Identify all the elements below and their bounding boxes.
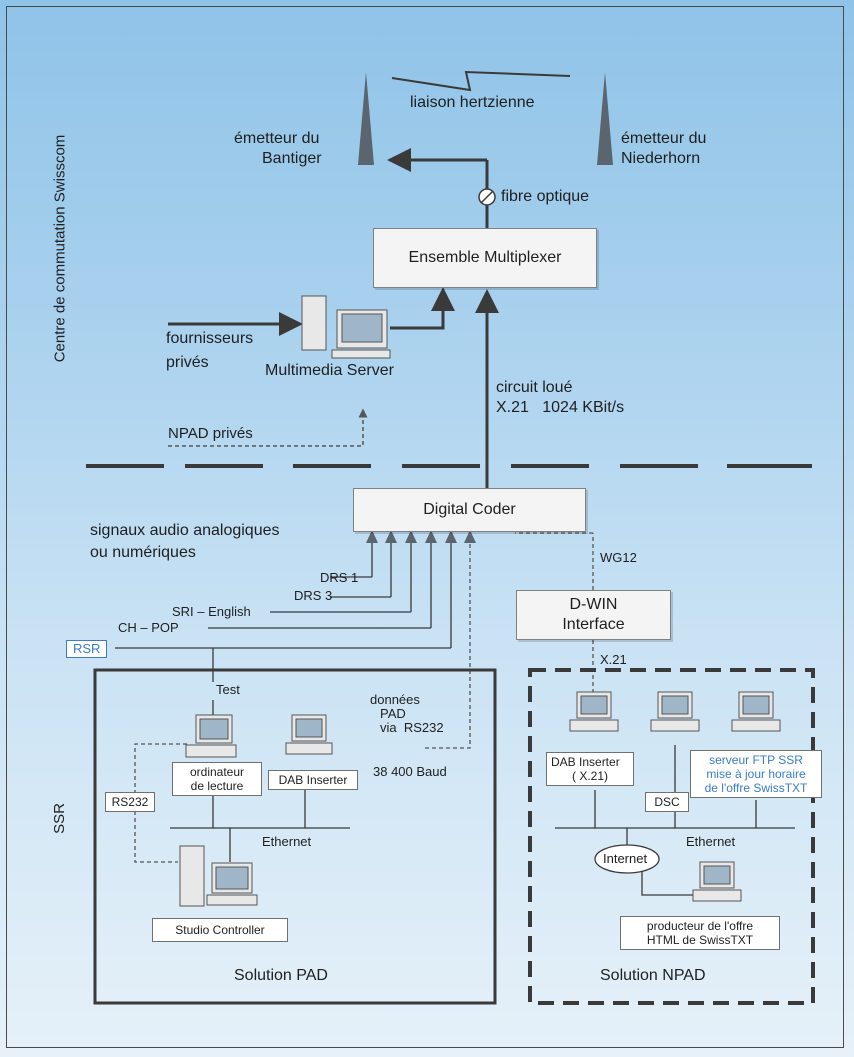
pad-data-line1: données <box>370 692 420 707</box>
transmitter-left-line2: Bantiger <box>262 150 322 167</box>
radio-link <box>391 70 571 92</box>
channel-drs1: DRS 1 <box>320 570 359 585</box>
npad-dab-line1: DAB Inserter <box>551 755 620 769</box>
wg12-label: WG12 <box>600 550 637 565</box>
producer-label: producteur de l'offre HTML de SwissTXT <box>620 916 780 950</box>
npad-ethernet-label: Ethernet <box>686 834 736 849</box>
ftp-server-label: serveur FTP SSR mise à jour horaire de l… <box>690 750 822 798</box>
antenna-left <box>358 72 374 165</box>
test-label: Test <box>216 682 240 697</box>
ftp-line3: de l'offre SwissTXT <box>704 781 808 795</box>
channel-sri: SRI – English <box>172 604 251 619</box>
npad-box <box>528 668 815 1005</box>
x21-label: X.21 <box>600 652 627 667</box>
dsc-label: DSC <box>645 792 689 812</box>
internet-cloud <box>594 844 660 874</box>
dwin-line2: Interface <box>562 616 625 633</box>
computer-icon-producer <box>692 861 742 902</box>
pad-ethernet-label: Ethernet <box>262 834 312 849</box>
ssr-label: SSR <box>50 803 68 834</box>
producer-line1: producteur de l'offre <box>646 919 754 933</box>
producer-line2: HTML de SwissTXT <box>646 933 754 947</box>
audio-signals-line1: signaux audio analogiques <box>90 522 280 539</box>
swisscom-label: Centre de commutation Swisscom <box>51 134 69 363</box>
circuit-line1: circuit loué <box>496 379 573 396</box>
computer-icon-npad-dab <box>569 691 619 732</box>
pad-title: Solution PAD <box>234 967 328 984</box>
ensemble-multiplexer: Ensemble Multiplexer <box>373 228 597 288</box>
npad-dab-line2: ( X.21) <box>571 769 608 783</box>
pad-box <box>93 668 497 1005</box>
computer-icon-studio <box>179 845 258 907</box>
transmitter-right-line2: Niederhorn <box>621 150 701 167</box>
fiber-label: fibre optique <box>501 188 590 205</box>
reader-label: ordinateur de lecture <box>172 762 262 796</box>
transmitter-left-line1: émetteur du <box>234 130 320 147</box>
computer-icon-dsc <box>650 691 700 732</box>
circuit-line2: X.21 1024 KBit/s <box>496 399 625 416</box>
radio-link-label: liaison hertzienne <box>410 94 535 111</box>
providers-line1: fournisseurs <box>166 330 254 347</box>
npad-dab-label: DAB Inserter ( X.21) <box>546 752 634 786</box>
channel-chpop: CH – POP <box>118 620 179 635</box>
computer-icon-reader <box>185 714 237 758</box>
antenna-right <box>597 72 613 165</box>
audio-signals-line2: ou numériques <box>90 544 196 561</box>
providers-line2: privés <box>166 354 209 371</box>
baud-label: 38 400 Baud <box>373 764 447 779</box>
studio-controller-label: Studio Controller <box>152 918 288 942</box>
npad-title: Solution NPAD <box>600 967 706 984</box>
ftp-line2: mise à jour horaire <box>706 767 806 781</box>
npad-private-label: NPAD privés <box>168 425 253 442</box>
dab-inserter-label: DAB Inserter <box>268 770 358 790</box>
reader-line1: ordinateur <box>189 765 245 779</box>
ftp-line1: serveur FTP SSR <box>709 753 803 767</box>
rsr-label: RSR <box>66 640 108 658</box>
dwin-line1: D-WIN <box>569 596 618 613</box>
pad-data-line2: PAD <box>380 706 406 721</box>
computer-icon-ftp <box>731 691 781 732</box>
channel-drs3: DRS 3 <box>294 588 333 603</box>
pad-data-line3: via RS232 <box>380 720 444 735</box>
diagram-frame <box>6 6 844 1048</box>
computer-icon-dab <box>285 714 333 755</box>
multimedia-server-label: Multimedia Server <box>265 362 394 379</box>
reader-line2: de lecture <box>190 779 244 793</box>
internet-label: Internet <box>603 851 648 866</box>
digital-coder: Digital Coder <box>353 488 586 532</box>
computer-icon-multimedia <box>301 295 391 359</box>
rs232-label: RS232 <box>105 792 155 812</box>
dwin-interface: D-WIN Interface <box>516 590 671 640</box>
transmitter-right-line1: émetteur du <box>621 130 707 147</box>
